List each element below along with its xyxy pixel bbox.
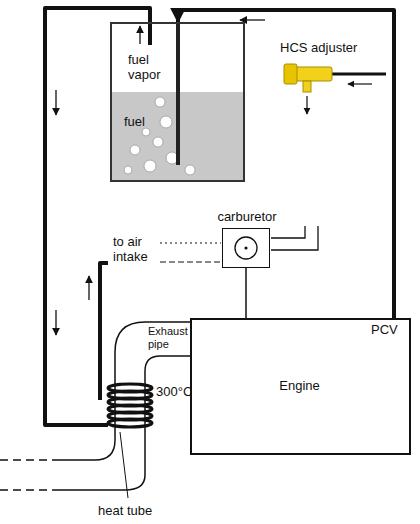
node-text: fuel xyxy=(124,114,160,129)
part-label: heat tube xyxy=(98,503,152,518)
flow-arrow xyxy=(139,26,140,44)
flow-arrow xyxy=(55,90,56,115)
intake-hose xyxy=(100,263,108,400)
tee-hose xyxy=(332,73,386,76)
exhaust-outlet xyxy=(0,489,60,491)
part-label: to air intake xyxy=(113,234,157,264)
flow-arrow xyxy=(306,96,307,114)
part-label: Exhaust pipe xyxy=(148,325,189,351)
node-text: carburetor xyxy=(201,209,293,224)
pipe-connector xyxy=(245,268,247,318)
flow-arrow xyxy=(240,19,265,20)
heat-tube-coil xyxy=(108,384,152,427)
carburetor-box: carburetor xyxy=(222,228,270,268)
engine-box: Engine xyxy=(190,318,411,455)
inlet-tube xyxy=(176,24,180,165)
node-text: fuel vapor xyxy=(128,52,176,82)
air-intake-line xyxy=(160,262,221,263)
flow-arrow xyxy=(88,276,89,300)
air-intake-line xyxy=(160,243,221,244)
part-label: PCV xyxy=(371,322,398,337)
temperature-label: 300°C xyxy=(156,384,192,399)
fuel-tank: fuel vapor fuel xyxy=(110,22,245,182)
hcs-adjuster-valve xyxy=(284,64,332,92)
hose-connector xyxy=(178,10,394,318)
node-text: Engine xyxy=(192,378,407,393)
flow-arrow xyxy=(55,310,56,335)
exhaust-outlet xyxy=(0,459,60,461)
leader-line xyxy=(120,432,128,498)
part-label: HCS adjuster xyxy=(280,40,357,55)
carburetor-pipe xyxy=(271,226,318,250)
carburetor-symbol xyxy=(223,229,269,267)
bubbles xyxy=(124,97,195,175)
flow-arrow xyxy=(348,83,372,84)
